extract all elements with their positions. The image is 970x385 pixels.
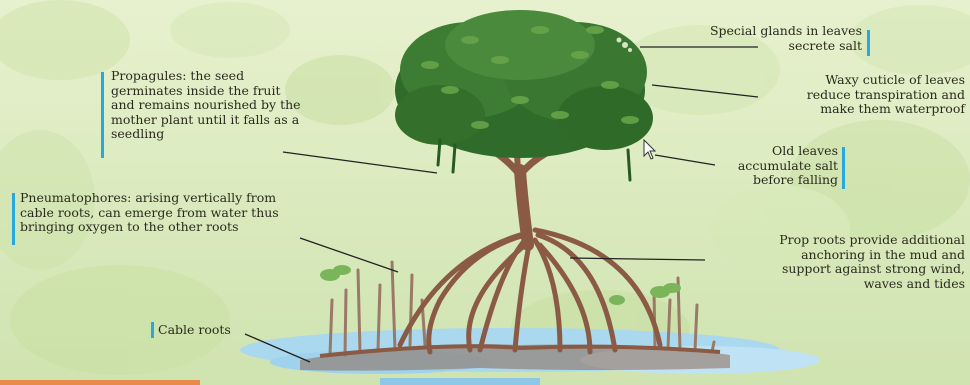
accent-bar-propagules	[101, 72, 104, 158]
accent-bar-special-glands	[867, 30, 870, 56]
label-cable-roots: Cable roots	[158, 323, 278, 338]
label-special-glands: Special glands in leaves secrete salt	[652, 24, 862, 53]
accent-bar-pneumatophores	[12, 193, 15, 245]
label-waxy-cuticle: Waxy cuticle of leaves reduce transpirat…	[735, 73, 965, 117]
canopy	[395, 10, 653, 180]
label-propagules: Propagules: the seed germinates inside t…	[111, 69, 351, 142]
accent-bar-old-leaves	[842, 147, 845, 189]
label-old-leaves: Old leaves accumulate salt before fallin…	[700, 144, 838, 188]
label-pneumatophores: Pneumatophores: arising vertically from …	[20, 191, 350, 235]
label-prop-roots: Prop roots provide additional anchoring …	[705, 233, 965, 291]
cursor-arrow-icon	[644, 140, 655, 159]
accent-bar-cable-roots	[151, 322, 154, 338]
